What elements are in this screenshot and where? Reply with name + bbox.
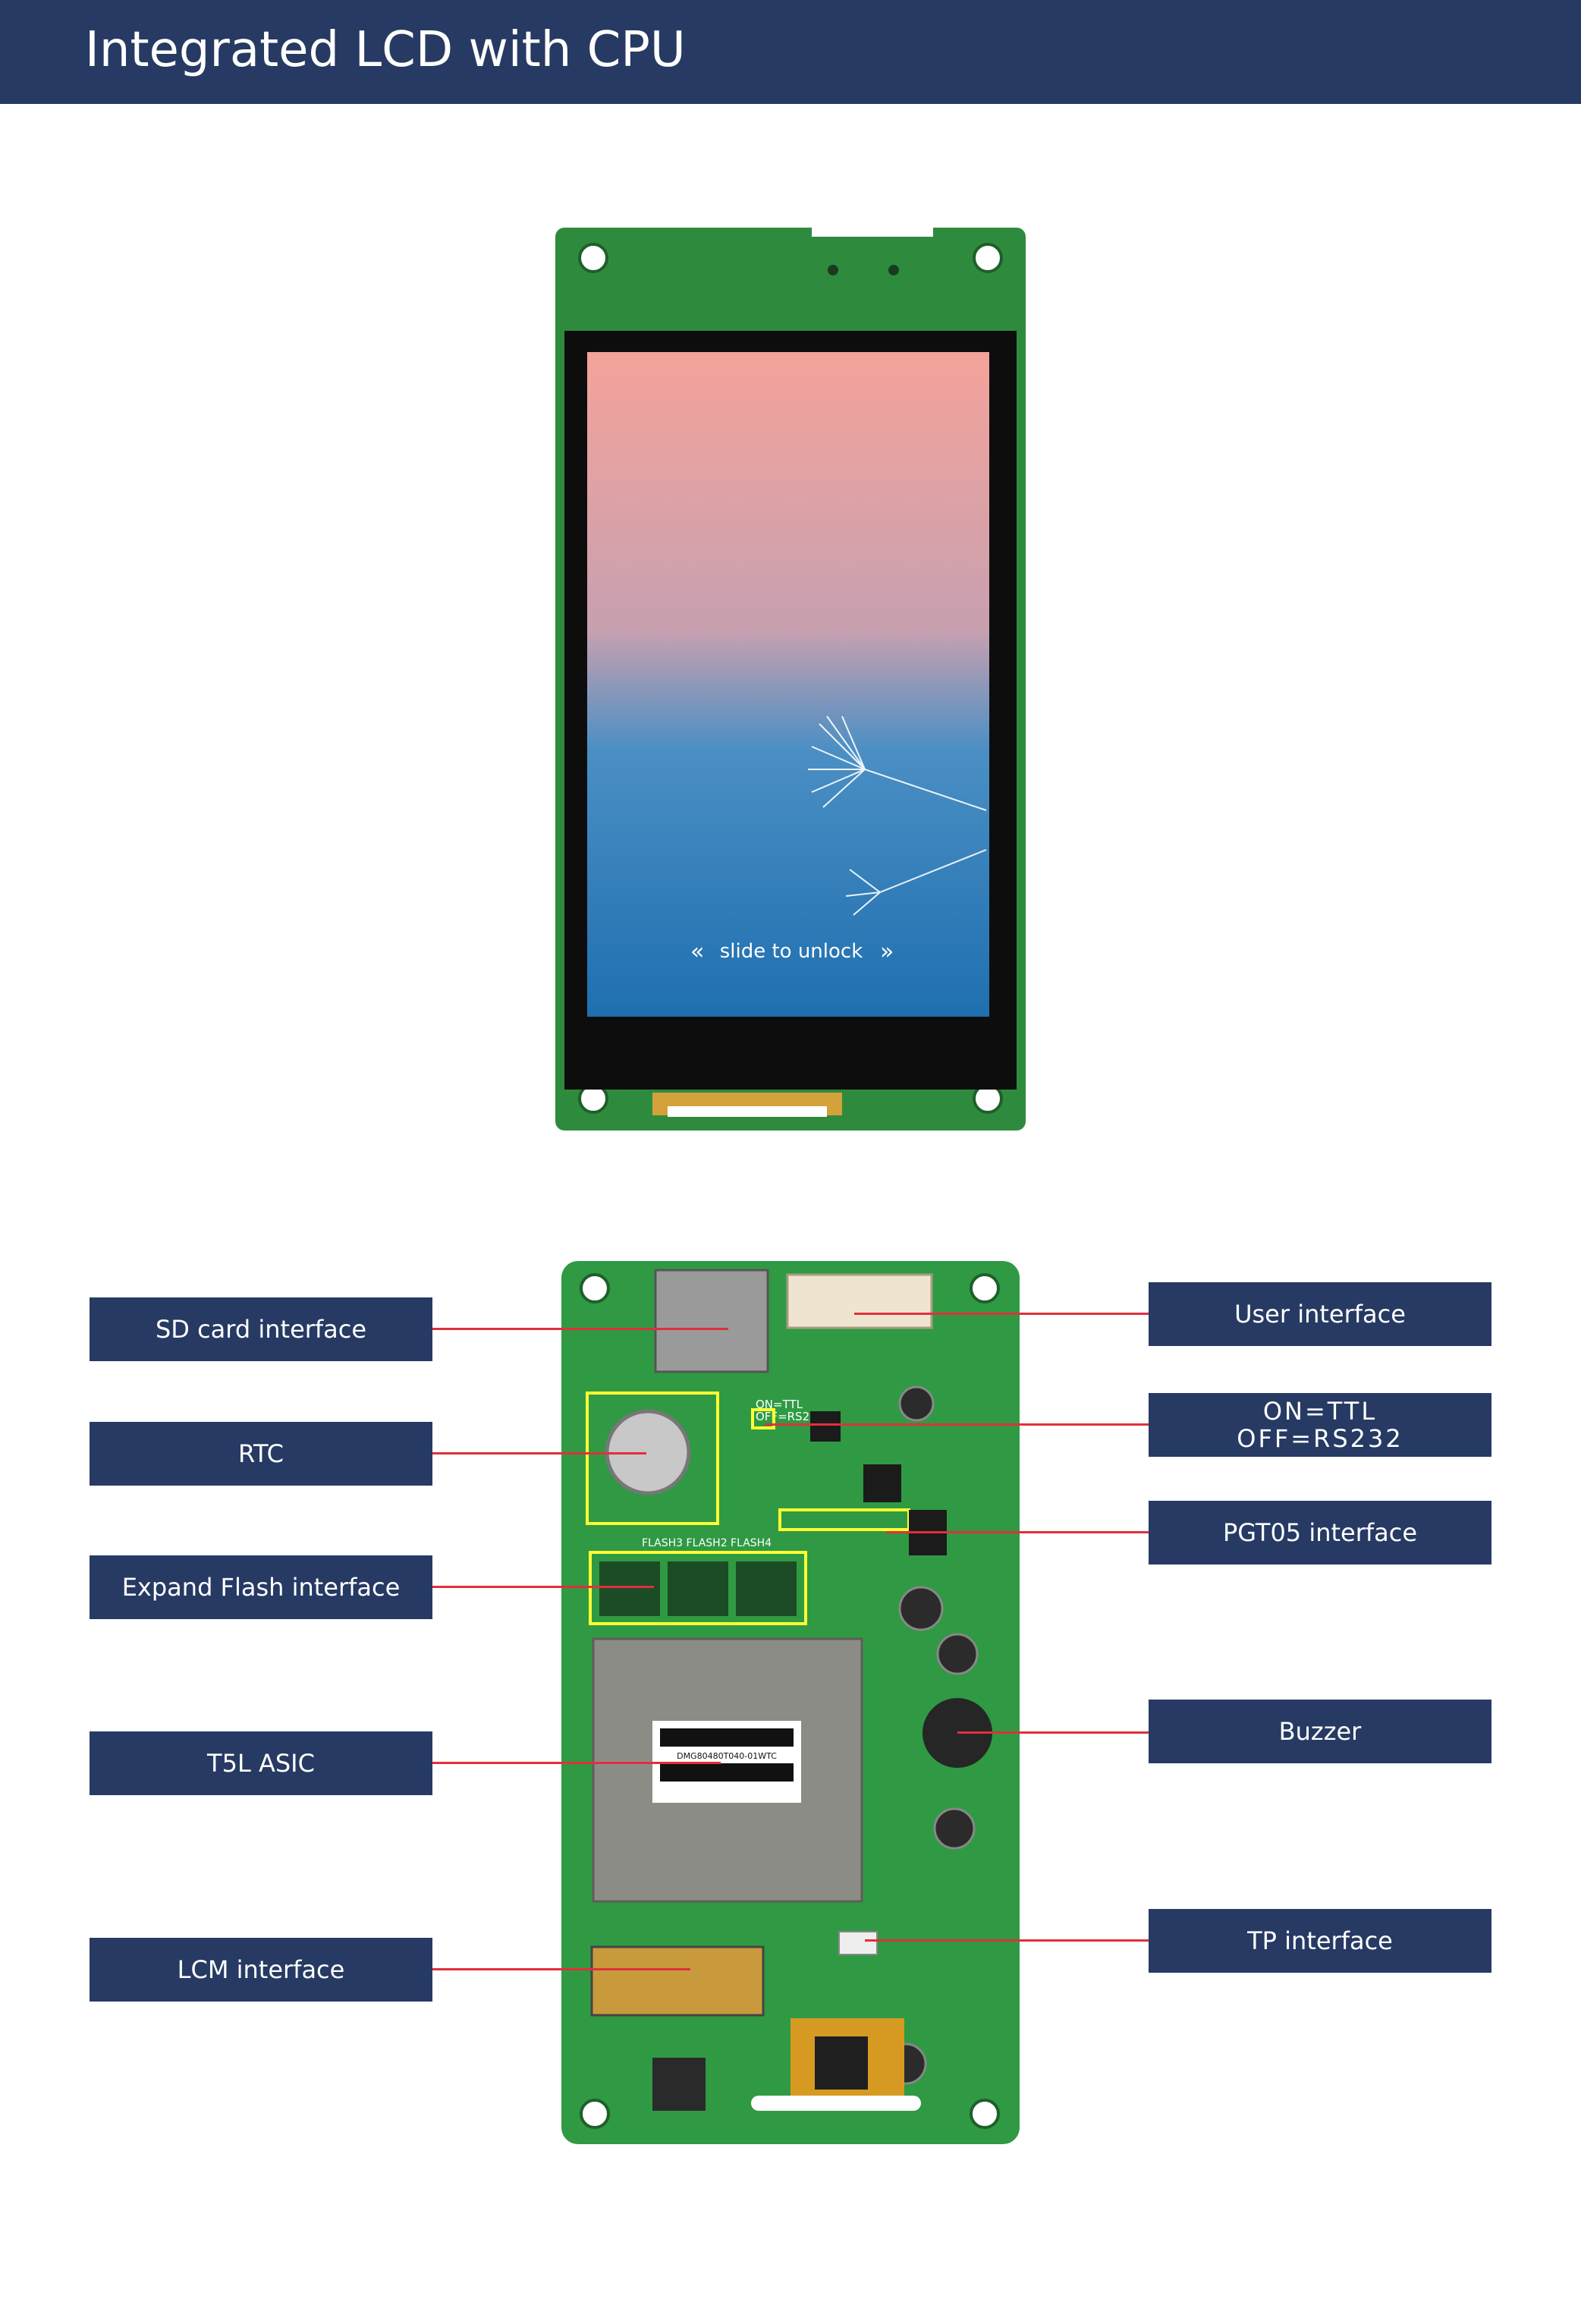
label-buzzer: Buzzer (1149, 1700, 1491, 1763)
leader-buzzer (957, 1731, 1149, 1734)
front-view-image: slide to unlock « » (555, 226, 1026, 1131)
silk-toggle-text: ON=TTL (756, 1398, 803, 1411)
leader-pgt05 (886, 1531, 1149, 1533)
label-ttl-rs232: ON=TTL OFF=RS232 (1149, 1393, 1491, 1457)
screen-unlock-text: slide to unlock (720, 940, 863, 963)
svg-text:»: » (880, 939, 894, 965)
leader-t5l-asic (432, 1762, 721, 1764)
asic-chip-label: DMG80480T040-01WTC (677, 1751, 777, 1761)
label-rtc: RTC (90, 1422, 432, 1486)
back-view-image: ON=TTL OFF=RS232 FLASH3 FLASH2 FLASH4 DM… (561, 1261, 1020, 2144)
label-expand-flash-interface: Expand Flash interface (90, 1555, 432, 1619)
label-user-interface: User interface (1149, 1282, 1491, 1346)
leader-lcm (432, 1968, 690, 1970)
page-title: Integrated LCD with CPU (85, 22, 686, 78)
label-sd-card-interface: SD card interface (90, 1297, 432, 1361)
leader-user (854, 1313, 1149, 1315)
svg-text:FLASH3 FLASH2 FLASH4: FLASH3 FLASH2 FLASH4 (642, 1537, 772, 1549)
label-t5l-asic: T5L ASIC (90, 1731, 432, 1795)
svg-text:«: « (690, 939, 704, 965)
label-tp-interface: TP interface (1149, 1909, 1491, 1973)
leader-tp (865, 1939, 1149, 1942)
label-pgt05-interface: PGT05 interface (1149, 1501, 1491, 1565)
label-lcm-interface: LCM interface (90, 1938, 432, 2002)
leader-ttl-rs232 (765, 1423, 1149, 1426)
leader-expand-flash (432, 1586, 654, 1588)
leader-sd-card (432, 1328, 728, 1330)
header-banner: Integrated LCD with CPU (0, 0, 1581, 104)
leader-rtc (432, 1452, 646, 1454)
